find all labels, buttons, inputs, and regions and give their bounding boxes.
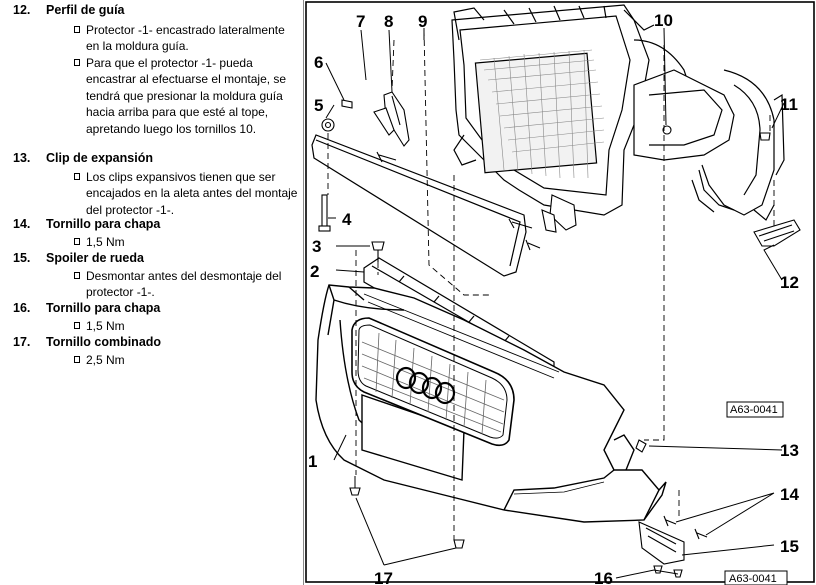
- reference-box-frame: [726, 401, 784, 418]
- callout-14: 14: [780, 485, 799, 504]
- callout-5: 5: [314, 96, 323, 115]
- bullet-icon: [74, 272, 80, 279]
- legend-title: Tornillo para chapa: [46, 301, 161, 315]
- legend-note: 2,5 Nm: [74, 352, 300, 368]
- logo-rings: [395, 366, 456, 405]
- callout-15: 15: [780, 537, 799, 556]
- legend-title: Perfil de guía: [46, 3, 125, 17]
- bumper-cover: [315, 284, 667, 523]
- callout-numbers: 1 2 3 4 5 6 7 8 9 10 11 12 13 14 15 16 1…: [308, 11, 799, 585]
- right-fender: [633, 69, 785, 221]
- legend-number: 17.: [13, 335, 31, 349]
- legend-note: 1,5 Nm: [74, 318, 300, 334]
- bullet-icon: [74, 59, 80, 66]
- legend-number: 15.: [13, 251, 31, 265]
- callout-10: 10: [654, 11, 673, 30]
- bullet-icon: [74, 322, 80, 329]
- legend-number: 13.: [13, 151, 31, 165]
- diagram-frame: [305, 1, 815, 583]
- legend-title: Tornillo para chapa: [46, 217, 161, 231]
- callout-7: 7: [356, 12, 365, 31]
- legend-number: 12.: [13, 3, 31, 17]
- guide-profile: [753, 219, 801, 247]
- legend-number: 14.: [13, 217, 31, 231]
- center-bracket: [541, 194, 577, 233]
- callout-8: 8: [384, 12, 393, 31]
- bullet-icon: [74, 238, 80, 245]
- panel-divider: [303, 0, 304, 585]
- callout-1: 1: [308, 452, 317, 471]
- fasteners: [318, 99, 771, 578]
- callout-12: 12: [780, 273, 799, 292]
- legend-panel: 12. Perfil de guía Protector -1- encastr…: [0, 0, 300, 585]
- callout-9: 9: [418, 12, 427, 31]
- reference-box-frame: [724, 570, 788, 585]
- callout-16: 16: [594, 569, 613, 585]
- reference-code: A63-0041: [730, 404, 778, 416]
- bullet-icon: [74, 26, 80, 33]
- legend-title: Spoiler de rueda: [46, 251, 144, 265]
- callout-13: 13: [780, 441, 799, 460]
- legend-note: 1,5 Nm: [74, 234, 300, 250]
- legend-note: Desmontar antes del desmontaje del prote…: [74, 268, 300, 301]
- callout-2: 2: [310, 262, 319, 281]
- impact-bar: [311, 134, 527, 277]
- reference-code-box-bottom: A63-0041: [724, 570, 788, 585]
- legend-title: Clip de expansión: [46, 151, 153, 165]
- bullet-icon: [74, 173, 80, 180]
- reference-code: A63-0041: [729, 573, 777, 585]
- exploded-diagram: 1 2 3 4 5 6 7 8 9 10 11 12 13 14 15 16 1…: [304, 0, 816, 585]
- radiator-carrier: [451, 4, 695, 216]
- legend-number: 16.: [13, 301, 31, 315]
- callout-4: 4: [342, 210, 352, 229]
- legend-title: Tornillo combinado: [46, 335, 162, 349]
- diagram-canvas: 1 2 3 4 5 6 7 8 9 10 11 12 13 14 15 16 1…: [305, 1, 815, 585]
- wheel-spoiler: [638, 521, 685, 565]
- legend-note: Para que el protector -1- pueda encastra…: [74, 55, 300, 137]
- callout-3: 3: [312, 237, 321, 256]
- legend-note: Los clips expansivos tienen que ser enca…: [74, 169, 300, 218]
- callout-6: 6: [314, 53, 323, 72]
- callout-11: 11: [780, 95, 798, 114]
- left-bracket: [373, 91, 410, 147]
- callout-17: 17: [374, 569, 393, 585]
- leader-lines: [325, 27, 785, 579]
- reference-code-box: A63-0041: [726, 401, 784, 418]
- bullet-icon: [74, 356, 80, 363]
- legend-note: Protector -1- encastrado lateralmente en…: [74, 22, 300, 55]
- assembly-lines: [327, 29, 775, 540]
